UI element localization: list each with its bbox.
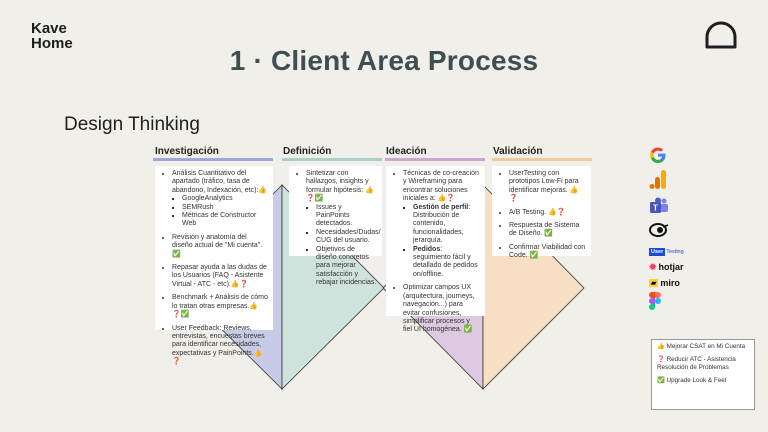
legend-item: ❓ Reducir ATC - Asistencia Resolución de… [657, 356, 736, 371]
brand-mark-icon [705, 21, 737, 49]
legend-box: 👍 Mejorar CSAT en Mi Cuenta ❓ Reducir AT… [651, 339, 755, 410]
page-title: 1 · Client Area Process [229, 45, 539, 76]
list-item: Benchmark + Análisis de cómo lo tratan o… [172, 294, 268, 319]
list-item: Revisión y anatomía del diseño actual de… [172, 234, 268, 259]
list-item: Pedidos: seguimiento fácil y detallado d… [413, 246, 480, 280]
section-subtitle: Design Thinking [64, 114, 200, 135]
phase-investigacion-title: Investigación [155, 146, 219, 157]
miro-icon: ▰miro [649, 278, 680, 288]
phase-definicion-bar [282, 158, 382, 161]
phase-ideacion-title: Ideación [386, 146, 427, 157]
list-item: Necesidades/Dudas/ CUG del usuario. [316, 229, 381, 246]
list-item: A/B Testing. 👍❓ [509, 209, 586, 217]
google-icon [649, 147, 667, 163]
semrush-icon [649, 222, 669, 238]
list-item: Respuesta de Sistema de Diseño. ✅ [509, 222, 586, 239]
list-item: Técnicas de co-creación y Wireframing pa… [403, 170, 480, 279]
phase-validacion-bar [492, 158, 592, 161]
brand-logo: Kave Home [31, 21, 73, 51]
phase-investigacion-bar [153, 158, 273, 161]
brand-line-1: Kave [31, 20, 67, 37]
list-item: User Feedback: Reviews, entrevistas, enc… [172, 325, 268, 367]
list-item: Objetivos de diseño concretos para mejor… [316, 246, 377, 288]
card-validacion: UserTesting con prototipos Low-Fi para i… [492, 166, 591, 259]
card-ideacion: Técnicas de co-creación y Wireframing pa… [386, 166, 485, 333]
list-item: Optimizar campos UX (arquitectura, journ… [403, 284, 480, 334]
phase-validacion-title: Validación [493, 146, 543, 157]
card-definicion: Sintetizar con hallazgos, insights y for… [289, 166, 382, 286]
list-item: Sintetizar con hallazgos, insights y for… [306, 170, 381, 288]
legend-item: ✅ Upgrade Look & Feel [657, 377, 727, 384]
list-item: UserTesting con prototipos Low-Fi para i… [509, 170, 586, 204]
figma-icon [649, 292, 661, 310]
teams-icon: T [649, 197, 669, 214]
phase-definicion-title: Definición [283, 146, 332, 157]
analytics-icon [649, 170, 667, 189]
list-item: Issues y PainPoints detectados. [316, 204, 377, 229]
hotjar-icon: ✹hotjar [649, 261, 684, 273]
card-investigacion: Análisis Cuantitativo del apartado (tráf… [155, 166, 273, 365]
phase-ideacion-bar [385, 158, 485, 161]
legend-item: 👍 Mejorar CSAT en Mi Cuenta [657, 343, 746, 350]
list-item: Repasar ayuda a las dudas de los Usuario… [172, 264, 268, 289]
list-item: Análisis Cuantitativo del apartado (tráf… [172, 170, 268, 229]
list-item: SEMRush [182, 204, 268, 212]
list-item: GoogleAnalytics [182, 195, 268, 203]
brand-line-2: Home [31, 35, 73, 52]
svg-text:T: T [653, 204, 658, 213]
list-item: Gestión de perfil: Distribución de conte… [413, 204, 480, 246]
list-item: Confirmar Viabilidad con Code. ✅ [509, 244, 586, 261]
list-item: Métricas de Constructor Web [182, 212, 268, 229]
